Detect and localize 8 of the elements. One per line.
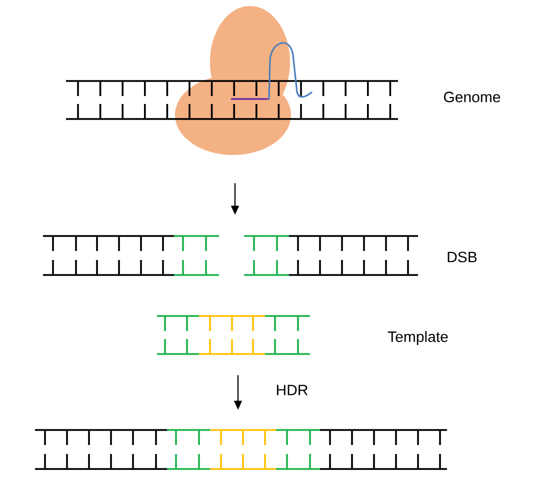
edge-label: HDR	[276, 384, 308, 396]
stage-label: Template	[388, 331, 448, 345]
dna-drawing	[157, 315, 310, 355]
dna-drawing	[66, 6, 398, 155]
dna-drawing	[43, 235, 418, 276]
stage-label: DSB	[448, 252, 477, 262]
stage-label: Genome	[444, 92, 500, 102]
dna-drawing	[35, 429, 447, 470]
